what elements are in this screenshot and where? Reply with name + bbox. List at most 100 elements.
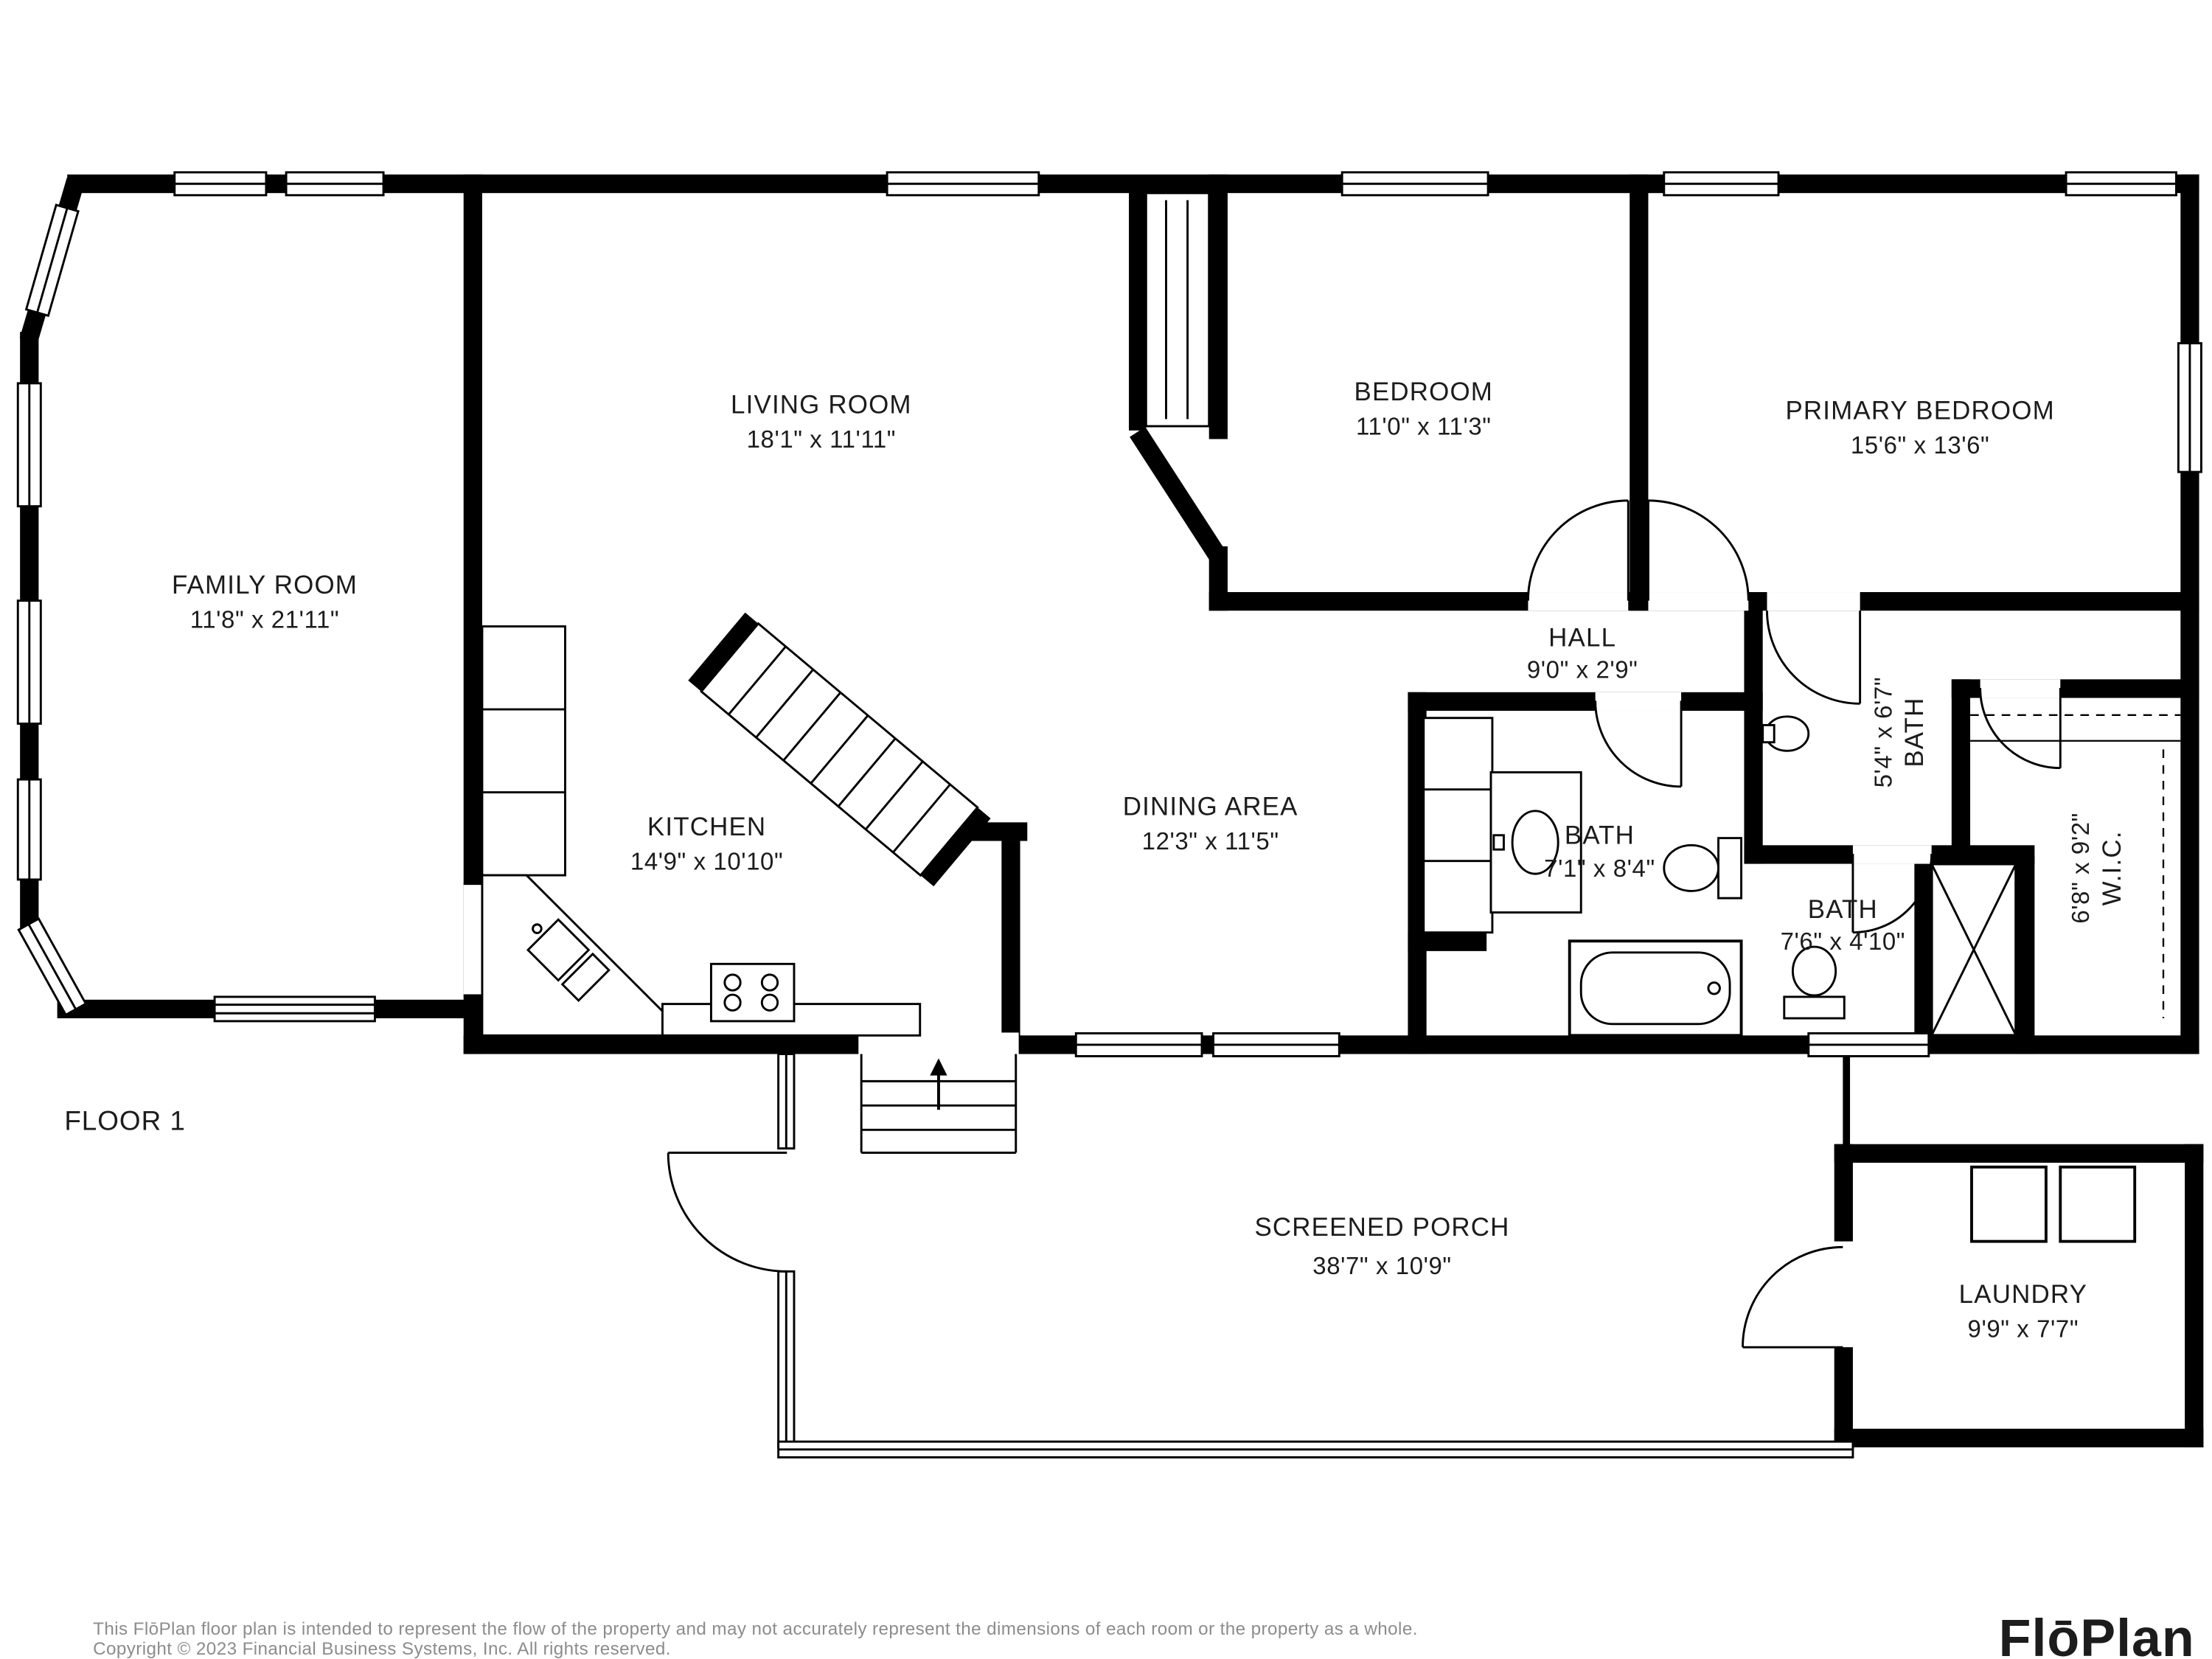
- wall-shower-right: [2016, 855, 2035, 1054]
- entry-steps: [860, 1054, 1018, 1154]
- wall-kitchen-dining: [1001, 841, 1020, 1054]
- sliding-door: [213, 995, 376, 1023]
- door-arc: [1648, 499, 1750, 601]
- wall-closet-left: [1129, 189, 1147, 431]
- door-arc: [1766, 611, 1860, 705]
- door-primary-bedroom: [1646, 499, 1750, 601]
- wall-openings: [463, 592, 2061, 1057]
- room-label-primary: PRIMARY BEDROOM: [1785, 396, 2054, 425]
- counter-left: [481, 625, 566, 877]
- wall-bath-stub: [1408, 932, 1487, 951]
- door-primary-bath: [1766, 611, 1862, 705]
- room-label-bath-shower: BATH: [1808, 895, 1878, 924]
- wall-smallbath-left: [1744, 600, 1763, 864]
- door-arc: [667, 1152, 787, 1273]
- wall-laundry-bottom: [1834, 1428, 2204, 1447]
- window: [1074, 1032, 1203, 1057]
- opening-jambs: [463, 883, 482, 997]
- room-label-kitchen: KITCHEN: [647, 813, 766, 841]
- room-dims-porch: 38'7" x 10'9": [1312, 1252, 1451, 1279]
- wic-shelving: [1970, 714, 2181, 1019]
- window: [886, 171, 1040, 197]
- stair-step: [728, 645, 787, 715]
- room-label-porch: SCREENED PORCH: [1254, 1213, 1509, 1242]
- opening-bath-door: [1595, 692, 1682, 712]
- window: [2177, 342, 2202, 473]
- linen-closet: [1422, 717, 1494, 934]
- wall-shower-left: [1914, 855, 1932, 1054]
- burner: [723, 993, 742, 1012]
- door-bedroom: [1526, 499, 1630, 601]
- room-label-laundry: LAUNDRY: [1959, 1280, 2087, 1309]
- window: [1212, 1032, 1340, 1057]
- room-dims-hall: 9'0" x 2'9": [1527, 655, 1638, 683]
- porch-wall-bottom: [777, 1440, 1854, 1458]
- room-label-bath-main: BATH: [1565, 821, 1635, 849]
- room-dims-living: 18'1" x 11'11": [747, 425, 896, 453]
- stair-step: [892, 783, 951, 853]
- footer-copyright: Copyright © 2023 Financial Business Syst…: [93, 1639, 671, 1659]
- door-arc: [1852, 853, 1933, 934]
- opening-family-kitchen: [463, 883, 482, 995]
- bath-fixtures: [1422, 715, 2018, 1037]
- footer-disclaimer: This FlōPlan floor plan is intended to r…: [93, 1619, 1418, 1639]
- room-dims-laundry: 9'9" x 7'7": [1968, 1315, 2079, 1343]
- wall-porch-right-upper: [1843, 1054, 1851, 1149]
- room-dims-bath-shower: 7'6" x 4'10": [1781, 928, 1906, 955]
- closet-box: [1144, 192, 1211, 428]
- door-porch: [667, 1151, 787, 1273]
- burner: [760, 993, 779, 1012]
- bathtub-inner: [1579, 951, 1731, 1026]
- stair-cap: [688, 612, 759, 692]
- room-label-hall: HALL: [1548, 624, 1616, 653]
- stair-step: [782, 692, 842, 762]
- wall-closet-right: [1208, 174, 1228, 439]
- wall-right: [2180, 174, 2199, 1054]
- wall-bedroom-diagonal: [1130, 426, 1227, 563]
- opening-wic-door: [1980, 679, 2061, 698]
- room-label-bedroom: BEDROOM: [1354, 378, 1494, 406]
- doors: [667, 499, 2062, 1349]
- door-arc: [1594, 700, 1682, 788]
- porch-wall-left-lower: [777, 1270, 796, 1449]
- washer: [1970, 1165, 2048, 1243]
- room-dims-dining: 12'3" x 11'5": [1142, 827, 1279, 855]
- room-label-family: FAMILY ROOM: [172, 571, 358, 599]
- stair-step: [864, 760, 924, 830]
- room-dims-bath-primary: 5'4" x 6'7": [1869, 677, 1896, 788]
- opening-porch-stairs: [858, 1032, 1019, 1057]
- stair-cap: [920, 807, 991, 887]
- floor-label: FLOOR 1: [64, 1105, 186, 1135]
- room-label-wic-group: 6'8" x 9'2" W.I.C.: [2067, 813, 2126, 924]
- door-arc: [1979, 687, 2061, 770]
- laundry-fixtures: [1970, 1165, 2137, 1243]
- wall-laundry-top: [1834, 1144, 2204, 1163]
- walls: [19, 174, 2204, 1447]
- vanity-sink: [1511, 810, 1559, 875]
- kitchen-stairs: [688, 612, 991, 887]
- wall-bath-top: [1408, 692, 1763, 712]
- toilet-tank: [1783, 995, 1846, 1020]
- stair-step: [837, 737, 897, 807]
- direction-arrow-head: [930, 1058, 947, 1076]
- burner: [723, 973, 742, 992]
- room-label-wic: W.I.C.: [2098, 830, 2126, 905]
- wall-wic-left-upper: [1951, 679, 1971, 864]
- room-label-living: LIVING ROOM: [731, 391, 912, 420]
- door-laundry: [1742, 1245, 1843, 1349]
- toilet-bowl: [1791, 945, 1837, 997]
- door-arc: [1526, 499, 1629, 601]
- opening-smallbath-door: [1767, 592, 1860, 611]
- toilet-tank: [1717, 837, 1743, 900]
- window: [16, 382, 42, 508]
- kitchen-fixtures: [481, 625, 922, 1037]
- door-arc: [1742, 1245, 1843, 1348]
- room-label-bath-primary-group: 5'4" x 6'7" BATH: [1869, 677, 1929, 788]
- door-shower-bath: [1851, 853, 1933, 934]
- room-dims-wic: 6'8" x 9'2": [2067, 813, 2094, 924]
- toilet-bowl: [1663, 844, 1719, 892]
- labels: FAMILY ROOM 11'8" x 21'11" LIVING ROOM 1…: [64, 378, 2126, 1342]
- opening-bath3-door: [1852, 845, 1932, 864]
- kitchen-sink: [526, 918, 611, 1002]
